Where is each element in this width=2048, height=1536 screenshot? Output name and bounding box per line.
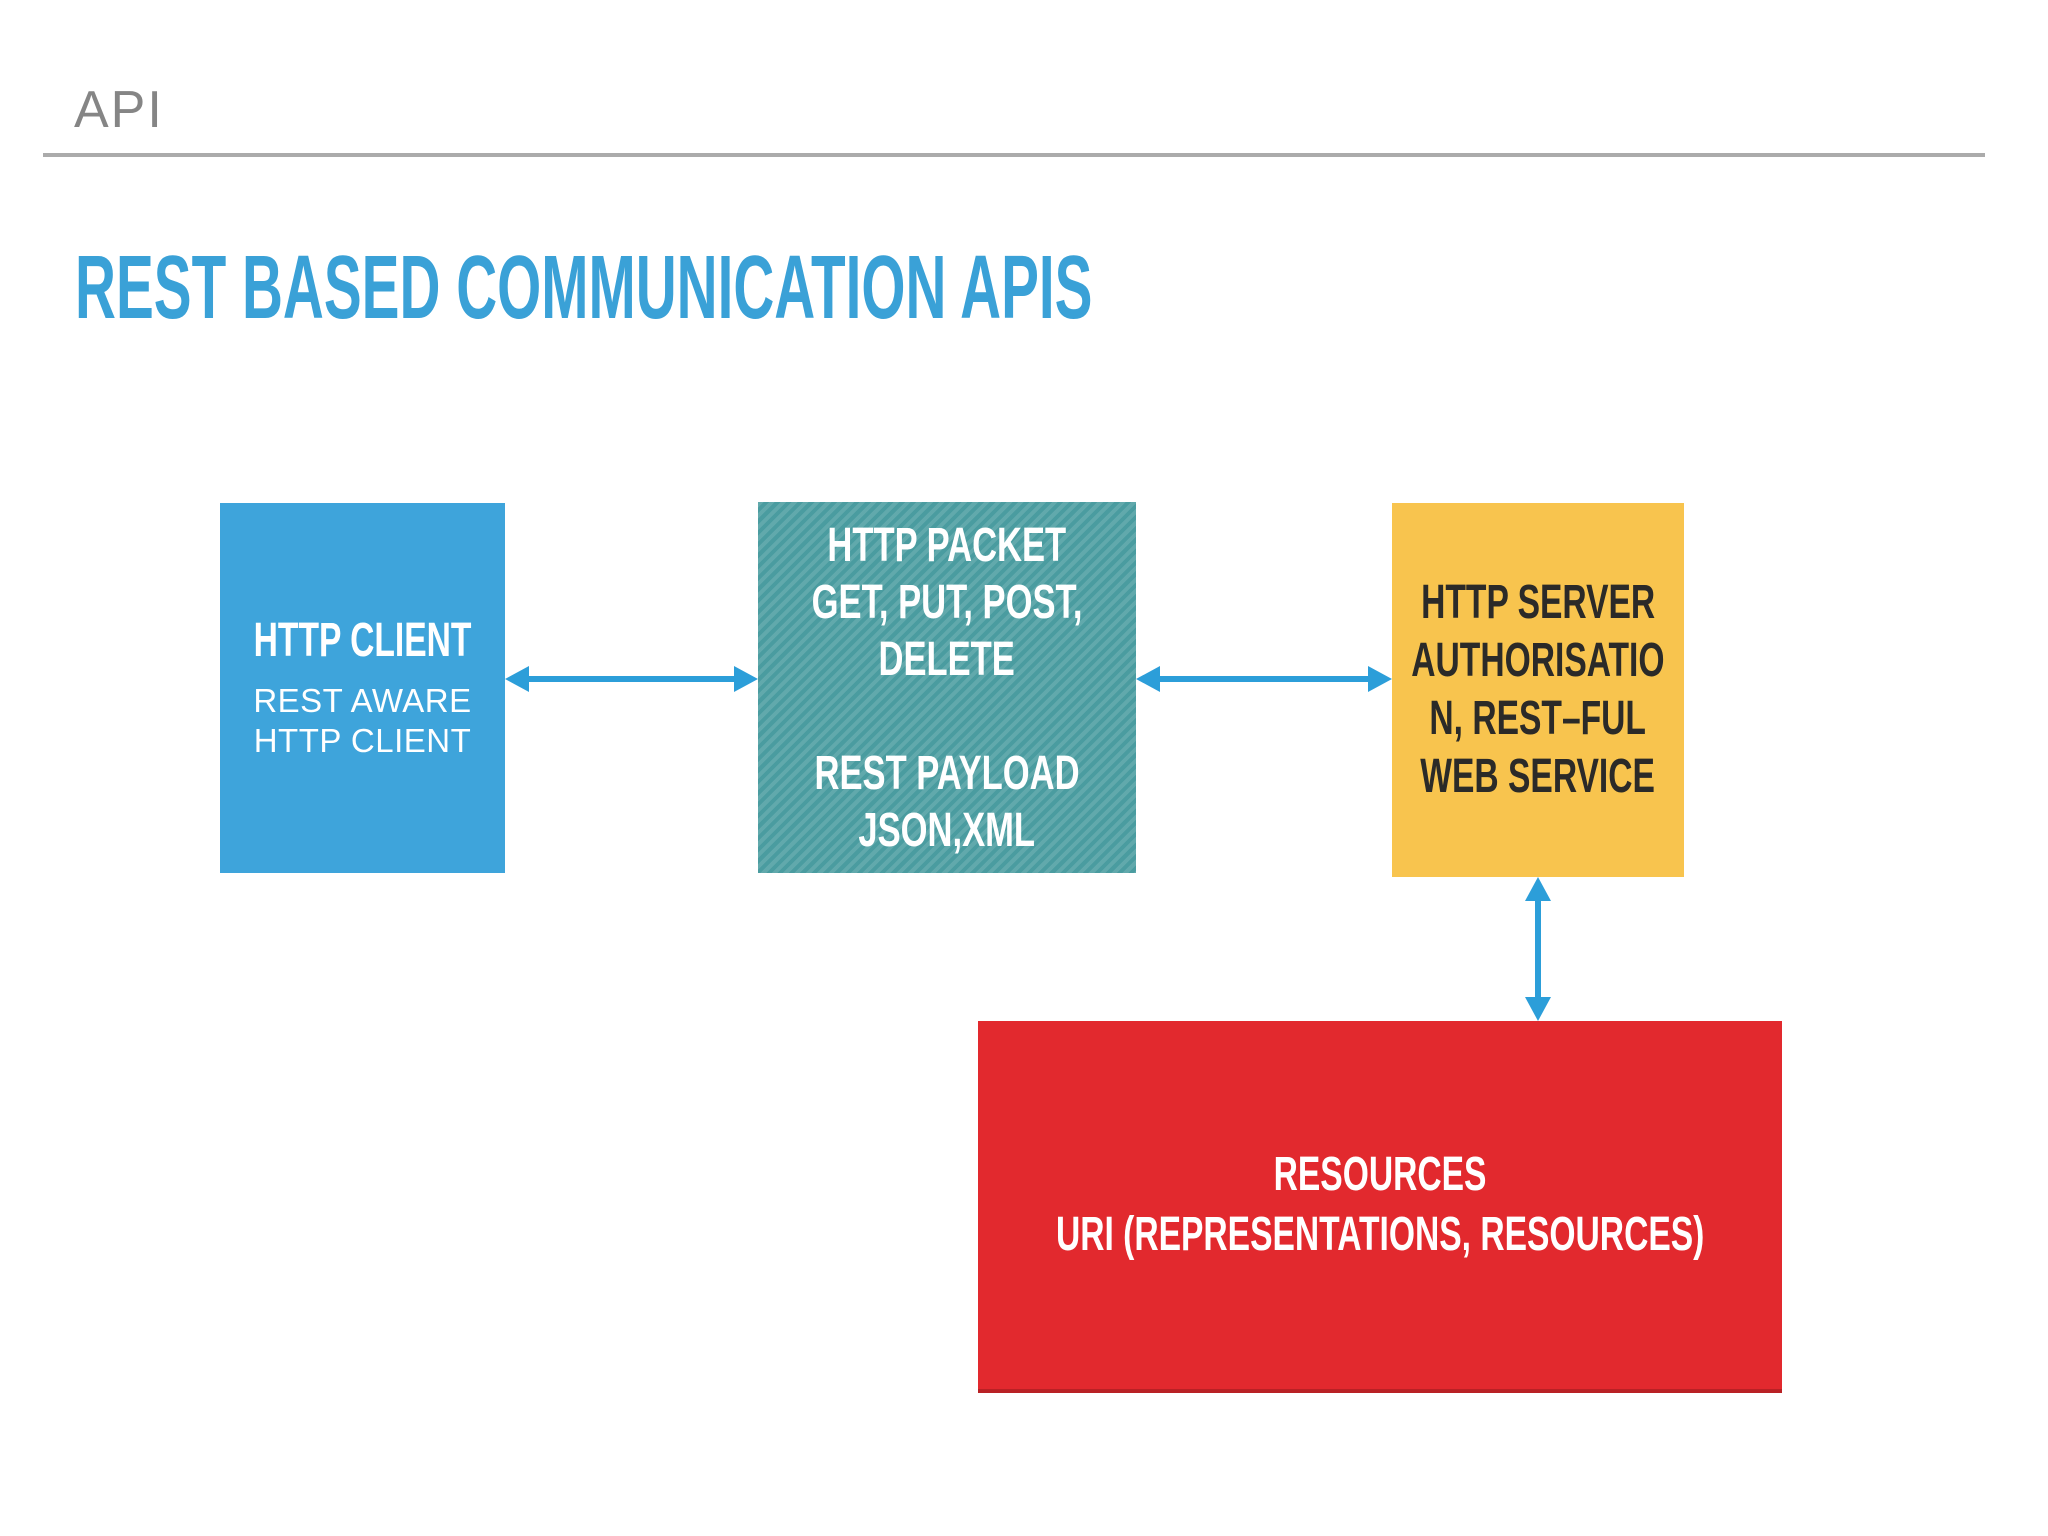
resources-line: URI (REPRESENTATIONS, RESOURCES) <box>1055 1208 1705 1261</box>
http-packet-line: GET, PUT, POST, <box>811 575 1083 629</box>
resources-line: RESOURCES <box>1273 1148 1487 1201</box>
resources-box: RESOURCES URI (REPRESENTATIONS, RESOURCE… <box>978 1021 1782 1393</box>
http-server-line: WEB SERVICE <box>1420 750 1656 803</box>
http-packet-line: DELETE <box>878 632 1016 686</box>
http-packet-box: HTTP PACKET GET, PUT, POST, DELETE REST … <box>758 502 1136 873</box>
http-client-subtitle-line: REST AWARE <box>253 682 472 719</box>
http-server-line: AUTHORISATIO <box>1411 634 1665 687</box>
arrow-packet-server <box>1136 666 1392 692</box>
http-packet-line: REST PAYLOAD <box>814 746 1080 800</box>
arrow-client-packet <box>505 666 758 692</box>
http-client-box: HTTP CLIENT REST AWARE HTTP CLIENT <box>220 503 505 873</box>
slide-eyebrow: API <box>74 81 164 139</box>
http-server-box: HTTP SERVER AUTHORISATIO N, REST–FUL WEB… <box>1392 503 1684 877</box>
http-server-line: N, REST–FUL <box>1429 692 1647 745</box>
http-server-line: HTTP SERVER <box>1420 576 1656 629</box>
page-title: REST BASED COMMUNICATION APIS <box>75 242 1690 334</box>
arrow-server-resources <box>1525 877 1551 1021</box>
header-divider-line <box>43 153 1985 157</box>
http-packet-line: HTTP PACKET <box>827 518 1067 572</box>
page-title-text: REST BASED COMMUNICATION APIS <box>75 238 1093 338</box>
http-packet-line: JSON,XML <box>858 803 1036 857</box>
http-client-heading: HTTP CLIENT <box>253 614 472 667</box>
http-client-subtitle-line: HTTP CLIENT <box>253 722 472 759</box>
